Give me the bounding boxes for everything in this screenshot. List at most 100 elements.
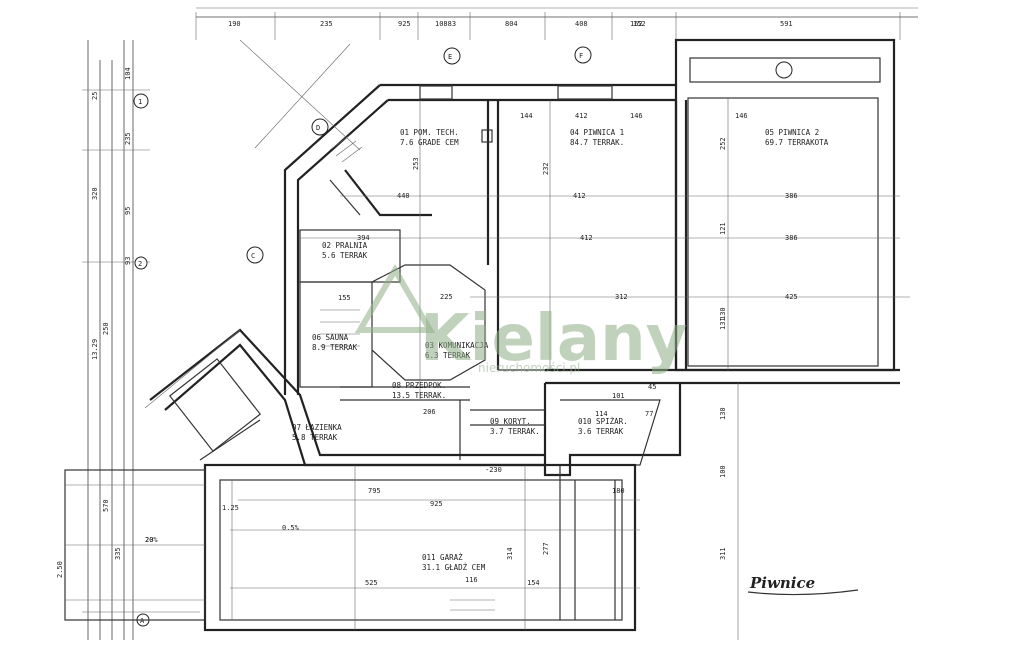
- watermark: Kielany nieruchomości.pl: [354, 264, 687, 376]
- dim-misc-0: 440: [397, 192, 410, 200]
- dim-misc-39: 77: [645, 410, 653, 418]
- dim-left-3: 95: [124, 207, 132, 215]
- room-10-name: 010 SPIŻAR.: [578, 417, 628, 426]
- dim-left-10: 20: [145, 536, 153, 544]
- dim-misc-18: 311: [719, 547, 727, 560]
- dim-misc-22: 100: [719, 465, 727, 478]
- watermark-sub: nieruchomości.pl: [478, 361, 580, 375]
- dim-misc-20: 252: [719, 137, 727, 150]
- dim-misc-28: 155: [338, 294, 351, 302]
- dim-left-6: 13.29: [91, 339, 99, 360]
- dim-misc-40: 114: [595, 410, 608, 418]
- dim-top-5: 408: [575, 20, 588, 28]
- dim-misc-21: 253: [412, 157, 420, 170]
- dim-top-1: 235: [320, 20, 333, 28]
- dim-left-8: 570: [102, 499, 110, 512]
- dim-misc-9: 795: [368, 487, 381, 495]
- room-08-name: 08 PRZEDPOK.: [392, 381, 446, 390]
- axis-label-2: 2: [138, 260, 142, 268]
- dim-misc-5: 412: [575, 112, 588, 120]
- axis-label-1: 1: [138, 98, 142, 106]
- drawing-title: Piwnice: [749, 574, 815, 592]
- room-labels: 01 POM. TECH. 7.6 GRADE CEM 02 PRALNIA 5…: [292, 128, 829, 572]
- axis-label-d: D: [316, 124, 320, 132]
- dim-left-7: 250: [102, 322, 110, 335]
- room-09-area: 3.7 TERRAK.: [490, 427, 540, 436]
- dim-misc-32: 206: [423, 408, 436, 416]
- dim-misc-4: 386: [785, 234, 798, 242]
- axis-label-e: E: [448, 53, 452, 61]
- room-04-name: 04 PIWNICA 1: [570, 128, 624, 137]
- top-dimension-chain: 190 235 925 10883 804 408 152 591: [195, 7, 918, 40]
- dim-top-7: 591: [780, 20, 793, 28]
- dim-top-4: 804: [505, 20, 518, 28]
- room-10-area: 3.6 TERRAK: [578, 427, 624, 436]
- room-01-name: 01 POM. TECH.: [400, 128, 459, 137]
- axis-label-a: A: [140, 617, 145, 625]
- room-05-name: 05 PIWNICA 2: [765, 128, 819, 137]
- room-01-area: 7.6 GRADE CEM: [400, 138, 459, 147]
- axis-label-f: F: [579, 52, 583, 60]
- dim-left-9: 335: [114, 547, 122, 560]
- dim-misc-6: 425: [785, 293, 798, 301]
- dim-misc-27: 121: [719, 222, 727, 235]
- outer-walls: [64, 38, 900, 632]
- dim-misc-12: 116: [465, 576, 478, 584]
- dim-top-6: 152: [633, 20, 646, 28]
- dim-misc-11: 525: [365, 579, 378, 587]
- dim-misc-31: 277: [542, 542, 550, 555]
- dim-left-5: 93: [124, 257, 132, 265]
- dim-misc-3: 412: [580, 234, 593, 242]
- dim-misc-36: -230: [485, 466, 502, 474]
- dim-misc-10: 925: [430, 500, 443, 508]
- room-09-name: 09 KORYT.: [490, 417, 531, 426]
- watermark-brand: Kielany: [420, 302, 687, 376]
- dim-misc-30: 314: [506, 547, 514, 560]
- dim-misc-7: 312: [615, 293, 628, 301]
- room-07-name: 07 ŁAZIENKA: [292, 423, 342, 432]
- room-04-area: 84.7 TERRAK.: [570, 138, 624, 147]
- dim-misc-24: 144: [520, 112, 533, 120]
- dim-left-0: 25: [91, 92, 99, 100]
- dim-misc-16: 130: [719, 307, 727, 320]
- dim-top-0: 190: [228, 20, 241, 28]
- room-06-name: 06 SAUNA: [312, 333, 349, 342]
- dim-left-1: 104: [124, 67, 132, 80]
- dim-left-4: 320: [91, 187, 99, 200]
- room-02-area: 5.6 TERRAK: [322, 251, 368, 260]
- dim-misc-35: 2.50: [56, 561, 64, 578]
- dim-misc-19: 394: [357, 234, 370, 242]
- dim-misc-26: 232: [542, 162, 550, 175]
- dim-misc-2: 386: [785, 192, 798, 200]
- interior-dimensions: [144, 39, 910, 640]
- dim-misc-23: 146: [630, 112, 643, 120]
- room-02-name: 02 PRALNIA: [322, 241, 368, 250]
- left-dimension-chains: 25 104 235 95 320 93 13.29 250 570 335 2…: [82, 40, 200, 640]
- room-11-name: 011 GARAŻ: [422, 553, 463, 562]
- room-03-name: 03 KOMUNIKACJA: [425, 341, 489, 350]
- room-03-area: 6.3 TERRAK: [425, 351, 471, 360]
- dim-misc-29: 131: [719, 317, 727, 330]
- room-05-area: 69.7 TERRAKOTA: [765, 138, 829, 147]
- dimension-labels: 440 412 386 412 386 412 425 312 225 795 …: [56, 20, 798, 587]
- title-underline: [747, 589, 859, 596]
- dim-misc-38: 45: [648, 383, 656, 391]
- axis-label-c: C: [251, 252, 255, 260]
- dim-misc-34: 20%: [145, 536, 158, 544]
- dim-top-3: 10883: [435, 20, 456, 28]
- dim-misc-1: 412: [573, 192, 586, 200]
- dim-misc-25: 146: [735, 112, 748, 120]
- dim-left-2: 235: [124, 132, 132, 145]
- dim-top-2: 925: [398, 20, 411, 28]
- room-07-area: 5.8 TERRAK: [292, 433, 338, 442]
- dim-misc-14: 162: [630, 20, 643, 28]
- dim-misc-17: 180: [612, 487, 625, 495]
- dim-misc-8: 225: [440, 293, 453, 301]
- dim-misc-15: 130: [719, 407, 727, 420]
- room-11-area: 31.1 GŁADŹ CEM: [422, 563, 486, 572]
- dim-misc-37: 1.25: [222, 504, 239, 512]
- dim-misc-13: 154: [527, 579, 540, 587]
- grid-axes: 1 2 A C D E F: [133, 46, 793, 627]
- room-08-area: 13.5 TERRAK.: [392, 391, 446, 400]
